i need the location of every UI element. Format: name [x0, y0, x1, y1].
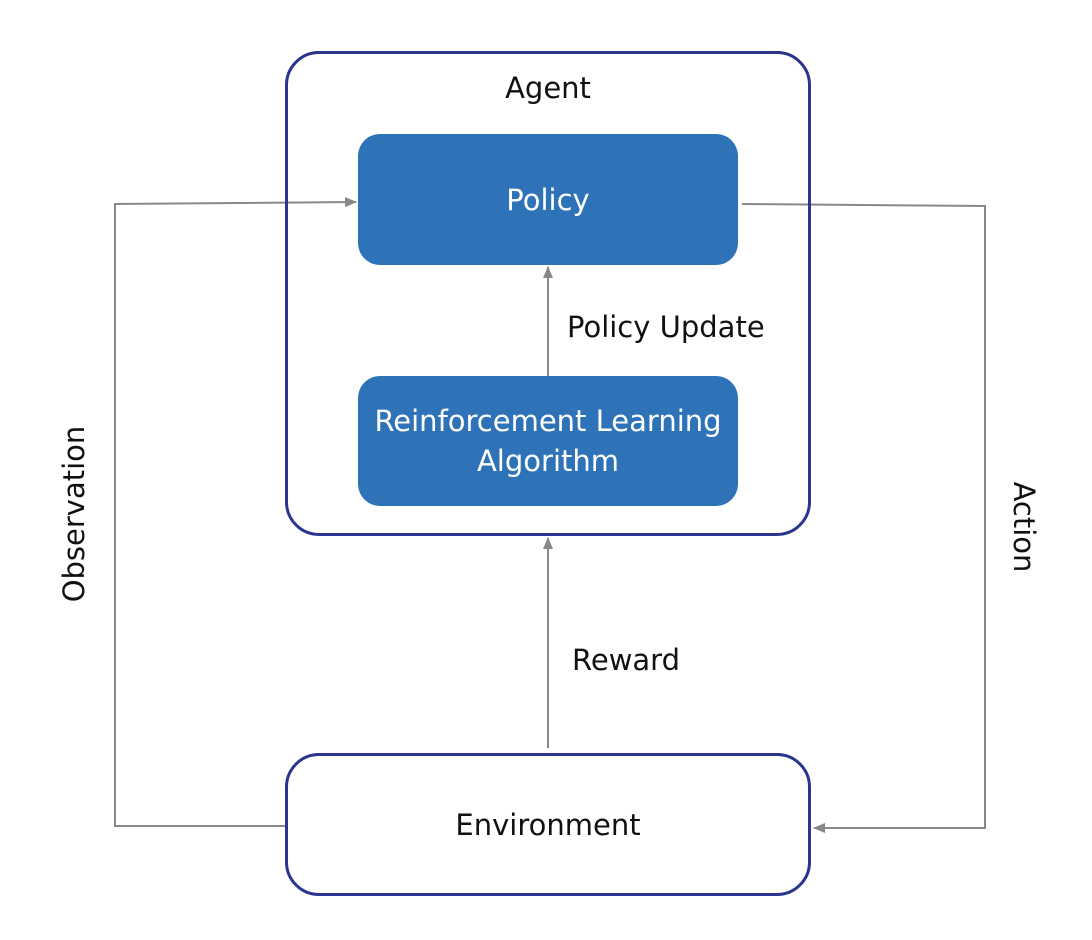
policy-node: Policy	[358, 134, 738, 265]
rl-algorithm-label: Reinforcement Learning Algorithm	[374, 401, 721, 481]
policy-label: Policy	[506, 182, 590, 217]
action-label: Action	[1007, 481, 1041, 573]
observation-label: Observation	[57, 425, 91, 603]
observation-arrow	[114, 197, 357, 827]
rl-algorithm-label-line1: Reinforcement Learning	[374, 404, 722, 438]
reward-label: Reward	[572, 643, 680, 677]
action-arrow	[741, 203, 986, 833]
agent-container	[285, 51, 811, 536]
rl-algorithm-label-line2: Algorithm	[476, 444, 619, 478]
rl-algorithm-node: Reinforcement Learning Algorithm	[358, 376, 738, 506]
environment-node: Environment	[285, 753, 811, 896]
policy-update-label: Policy Update	[567, 310, 765, 344]
agent-label: Agent	[505, 71, 591, 105]
environment-label: Environment	[455, 807, 641, 842]
